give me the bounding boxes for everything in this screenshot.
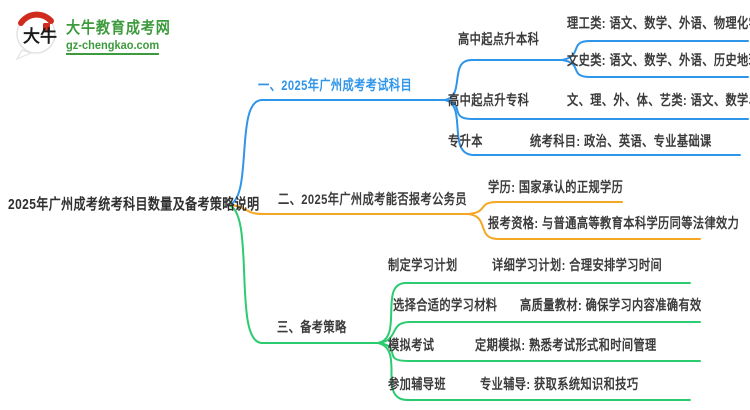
branch2-child1-line <box>467 201 623 215</box>
branch3-trunk-line <box>227 204 379 344</box>
site-url[interactable]: gz-chengkao.com <box>66 38 160 55</box>
branch1-child2: 高中起点升专科 <box>448 92 530 108</box>
branch1-leaf2-line <box>561 59 749 78</box>
branch3-child2-leaf1: 高质量教材: 确保学习内容准确有效 <box>520 297 702 313</box>
branch1-child3-leaf1: 统考科目: 政治、英语、专业基础课 <box>530 133 712 149</box>
site-name: 大牛教育成考网 <box>66 19 171 37</box>
branch3-child3: 模拟考试 <box>388 337 435 353</box>
branch3-row2-line <box>377 321 701 344</box>
svg-text:大牛: 大牛 <box>23 26 57 46</box>
branch3-child1: 制定学习计划 <box>388 257 458 273</box>
branch3-row3-line <box>377 342 701 362</box>
branch1-child3: 专升本 <box>448 133 483 149</box>
branch3-child2: 选择合适的学习材料 <box>393 297 498 313</box>
branch1-child1-leaf2: 文史类: 语文、数学、外语、历史地理综合 <box>567 52 750 68</box>
branch3-child3-leaf1: 定期模拟: 熟悉考试形式和时间管理 <box>475 337 657 353</box>
branch1-child2-leaf1: 文、理、外、体、艺类: 语文、数学、外语 <box>567 92 750 108</box>
branch3-child4: 参加辅导班 <box>388 376 446 392</box>
branch1-child2-line <box>444 99 749 120</box>
branch1-child1: 高中起点升本科 <box>458 31 540 47</box>
branch2-trunk-line <box>227 204 469 215</box>
site-logo[interactable]: 大牛 大牛教育成考网 gz-chengkao.com <box>12 8 185 60</box>
branch3-child4-leaf1: 专业辅导: 获取系统知识和技巧 <box>480 376 639 392</box>
branch1-child1-line <box>444 59 563 101</box>
branch3-row4-line <box>377 342 691 401</box>
branch2-child1: 学历: 国家承认的正规学历 <box>488 179 624 195</box>
branch3-title: 三、备考策略 <box>277 319 347 335</box>
branch1-title: 一、2025年广州成考考试科目 <box>258 77 413 93</box>
root-node: 2025年广州成考统考科目数量及备考策略说明 <box>8 196 260 213</box>
branch3-child1-leaf1: 详细学习计划: 合理安排学习时间 <box>492 257 663 273</box>
branch3-row1-line <box>377 282 691 344</box>
branch2-child2: 报考资格: 与普通高等教育本科学历同等法律效力 <box>488 215 740 231</box>
branch1-child3-line <box>444 99 741 156</box>
branch2-title: 二、2025年广州成考能否报考公务员 <box>278 191 467 207</box>
branch1-leaf1-line <box>561 40 749 61</box>
branch2-child2-line <box>467 213 701 240</box>
branch1-child1-leaf1: 理工类: 语文、数学、外语、物理化学综合 <box>567 15 750 31</box>
logo-bull-icon: 大牛 <box>15 11 57 60</box>
branch1-trunk-line <box>227 99 446 206</box>
